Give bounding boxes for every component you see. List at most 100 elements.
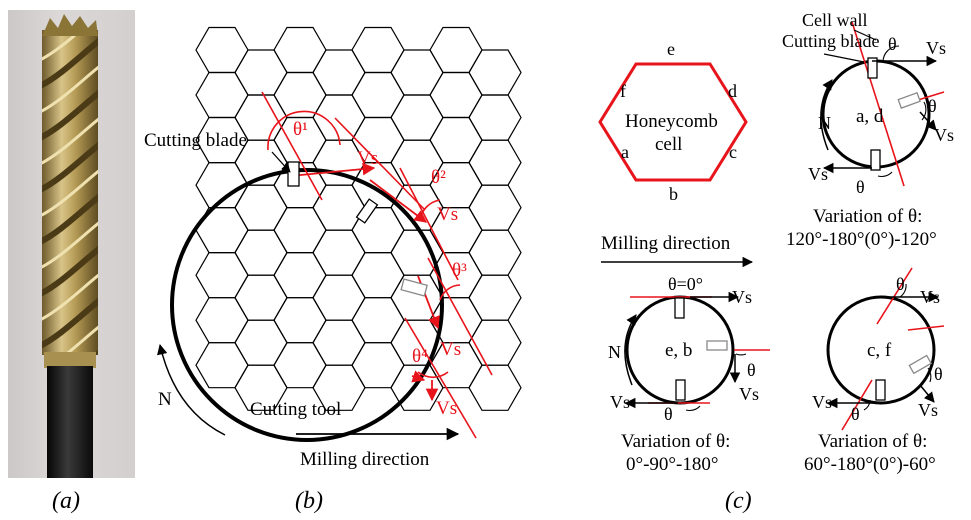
theta2-label: θ² xyxy=(431,167,446,188)
theta-label-cf-2: θ xyxy=(934,364,943,384)
theta-arc-c-f-bottom xyxy=(863,399,871,411)
cutting-blade-label-b: Cutting blade xyxy=(144,130,247,151)
edge-f-label: f xyxy=(620,81,626,101)
end-mill-photo xyxy=(42,14,98,478)
honeycomb-cell xyxy=(468,184,522,231)
diagram-a-d xyxy=(820,21,945,187)
theta-label-cf-1: θ xyxy=(896,274,905,294)
flute-stripe xyxy=(42,89,98,141)
flute-stripe xyxy=(62,325,98,355)
circle-label-ad: a, d xyxy=(856,106,884,127)
cell-wall-line-c-f-right xyxy=(907,325,945,331)
honeycomb-cell xyxy=(195,71,249,119)
caption-c: (c) xyxy=(725,488,752,514)
honeycomb-cell xyxy=(351,26,405,74)
cutting-tool-circle xyxy=(170,168,444,442)
honeycomb-cell xyxy=(234,184,288,231)
honeycomb-cell xyxy=(429,71,483,119)
vs-label-eb-3: Vs xyxy=(610,392,630,412)
range-label-cf: 60°-180°(0°)-60° xyxy=(804,454,936,475)
edge-b-label: b xyxy=(669,184,678,204)
honeycomb-cell xyxy=(273,252,327,299)
vs-label-b4: Vs xyxy=(436,398,457,419)
milling-direction-label-c: Milling direction xyxy=(601,233,731,254)
honeycomb-cell xyxy=(273,207,327,254)
tool-tip xyxy=(42,14,98,36)
vs-label-eb-2: Vs xyxy=(739,384,759,404)
theta-arc-e-b-bottom xyxy=(685,405,701,412)
honeycomb-cell xyxy=(312,229,366,276)
cell-wall-line-a-d xyxy=(851,21,905,187)
circle-label-eb: e, b xyxy=(665,340,692,361)
diagram-c-f xyxy=(826,267,945,431)
edge-c-label: c xyxy=(729,142,737,162)
vs-label-ad-1: Vs xyxy=(926,38,946,58)
theta-label-eb-1: θ xyxy=(747,360,756,380)
cell-wall-line-c-f-bottom xyxy=(841,379,873,431)
vs-arrow-c-f-right xyxy=(919,384,935,403)
rotation-arrow-a-d xyxy=(820,79,833,151)
honeycomb-cell xyxy=(351,297,405,344)
circle-label-cf: c, f xyxy=(867,340,892,361)
theta-label-ad-3: θ xyxy=(856,177,865,197)
honeycomb-cell xyxy=(468,364,522,411)
honeycomb-cell xyxy=(468,94,522,141)
cutting-blade-pointer-c xyxy=(823,53,865,63)
blade-c-f-right xyxy=(908,354,933,375)
vs-arrow-a-d-right xyxy=(919,111,937,131)
honeycomb-cell xyxy=(312,274,366,321)
honeycomb-cell xyxy=(234,319,288,366)
vs-label-cf-1: Vs xyxy=(920,287,940,307)
vs-label-ad-2: Vs xyxy=(934,125,954,145)
blade-3 xyxy=(400,278,428,297)
diagram-e-b xyxy=(624,291,770,412)
theta-arc-c-f-right xyxy=(927,367,932,383)
edge-e-label: e xyxy=(667,39,675,59)
rotation-arrow-b xyxy=(157,343,226,436)
honeycomb-cell xyxy=(195,207,249,254)
variation-label-ad: Variation of θ: xyxy=(813,206,922,227)
helical-flutes xyxy=(42,35,98,355)
flute-stripe xyxy=(42,221,98,269)
flute-stripe xyxy=(42,193,98,245)
blade-1 xyxy=(287,161,300,187)
vs-label-b3: Vs xyxy=(440,339,461,360)
honeycomb-cell xyxy=(312,94,366,141)
honeycomb-cell xyxy=(195,342,249,389)
flute-stripe xyxy=(42,65,98,113)
flute-stripe xyxy=(42,37,98,89)
honeycomb-cell xyxy=(273,26,327,74)
caption-b: (b) xyxy=(295,488,323,514)
theta-label-eb-2: θ xyxy=(664,404,673,424)
cell-wall-label: Cell wall xyxy=(802,10,868,30)
theta-zero-label-eb: θ=0° xyxy=(668,274,703,294)
cutting-tool-label: Cutting tool xyxy=(250,399,341,420)
honeycomb-cell xyxy=(351,252,405,299)
theta4-label: θ⁴ xyxy=(412,346,428,367)
theta-arc-a-d-bottom xyxy=(877,171,893,178)
vs-label-b2: Vs xyxy=(437,204,458,225)
blade-2 xyxy=(355,198,379,224)
vs-label-cf-2: Vs xyxy=(918,400,938,420)
honeycomb-cell xyxy=(234,274,288,321)
honeycomb-cell-hexagon xyxy=(598,62,748,182)
vs-label-cf-3: Vs xyxy=(812,392,832,412)
blade-e-b-right xyxy=(706,340,728,351)
vs-label-ad-3: Vs xyxy=(808,164,828,184)
honeycomb-cell-label-line1: Honeycomb xyxy=(625,111,718,132)
theta-arc-a-d-top xyxy=(882,45,900,63)
honeycomb-cell xyxy=(195,297,249,344)
variation-label-eb: Variation of θ: xyxy=(621,431,730,452)
flute-stripe xyxy=(42,297,98,349)
honeycomb-cell xyxy=(429,26,483,74)
cutting-blade-label-c: Cutting blade xyxy=(782,31,880,51)
honeycomb-cell xyxy=(234,49,288,96)
honeycomb-cell-label-line2: cell xyxy=(655,134,682,155)
theta-label-ad-2: θ xyxy=(928,96,937,116)
honeycomb-cell xyxy=(234,229,288,276)
flute-runout xyxy=(44,352,96,368)
honeycomb-cell xyxy=(390,94,444,141)
flute-stripe xyxy=(42,245,98,297)
honeycomb-cell xyxy=(312,184,366,231)
